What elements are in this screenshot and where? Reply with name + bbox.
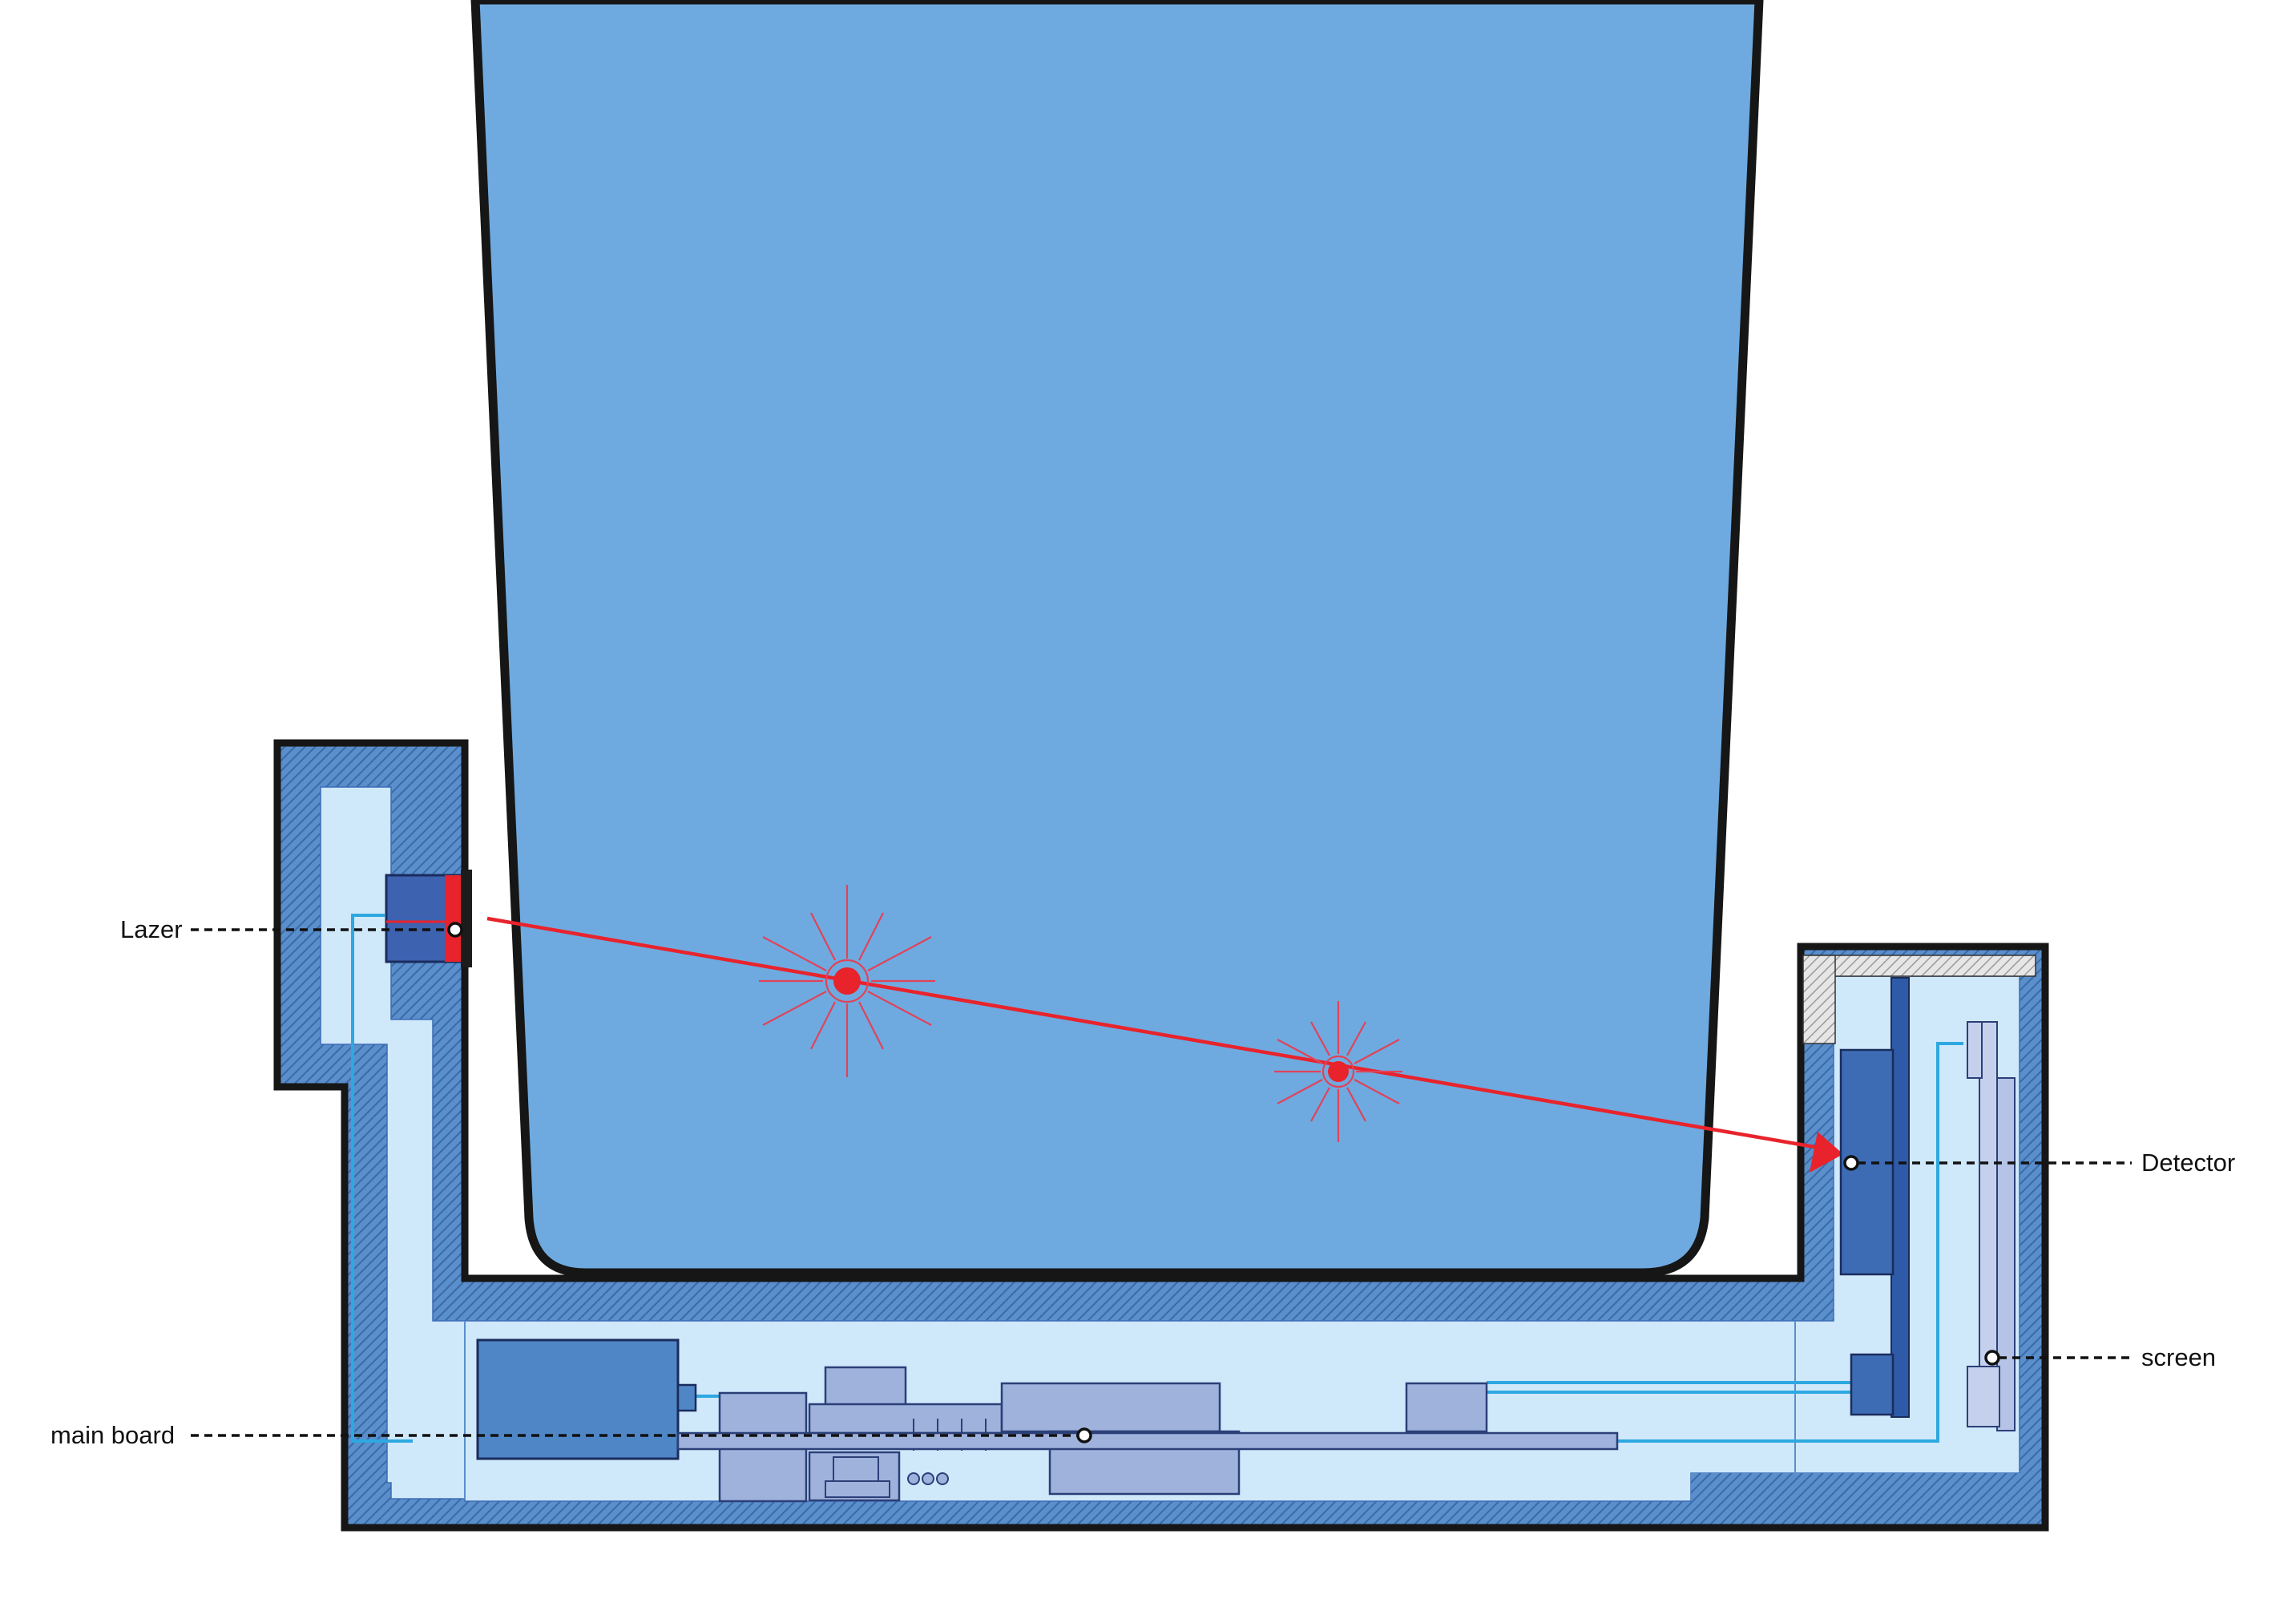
board-component [1406, 1383, 1487, 1431]
battery-block [478, 1340, 678, 1459]
callout-dot [1078, 1429, 1091, 1442]
housing-ledge [1691, 1473, 2028, 1504]
label-lazer: Lazer [120, 915, 183, 943]
laser-emitter [445, 875, 461, 962]
callout-dot [449, 923, 462, 936]
label-main-board: main board [50, 1421, 175, 1449]
detector-backplate [1891, 978, 1909, 1417]
callout-dot [1986, 1351, 1999, 1364]
liquid-container [475, 0, 1759, 1273]
label-detector: Detector [2141, 1149, 2235, 1177]
detector-mount-block [1803, 955, 2036, 976]
callout-dot [1845, 1157, 1858, 1169]
board-component [1002, 1383, 1220, 1431]
label-screen: screen [2141, 1343, 2216, 1371]
connector-block [809, 1452, 899, 1500]
